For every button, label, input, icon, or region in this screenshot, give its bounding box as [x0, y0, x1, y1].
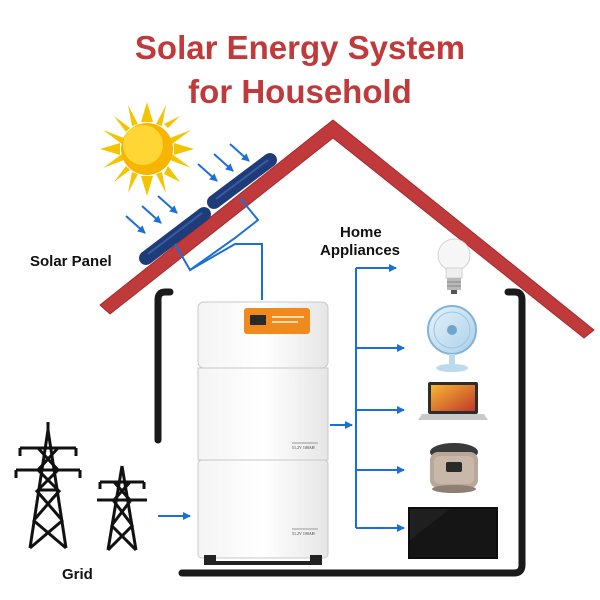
- home-appliances-label-line-2: Appliances: [320, 242, 401, 259]
- rice-cooker-icon: [430, 443, 478, 493]
- solar-panel-icon: [139, 153, 277, 265]
- house-roof: [99, 119, 595, 339]
- house-wall-right-and-floor: [178, 288, 526, 577]
- laptop-icon: [418, 382, 488, 420]
- home-appliances-label-line-1: Home: [340, 224, 382, 241]
- sunlight-arrows: [125, 143, 250, 234]
- grid-label: Grid: [62, 566, 93, 583]
- house-wall-left: [154, 288, 174, 444]
- battery-storage-unit: 51.2V 100AH 51.2V 100AH: [197, 301, 329, 565]
- power-grid-tower-small-icon: [97, 465, 147, 552]
- title-line-1: Solar Energy System: [134, 29, 466, 66]
- electric-fan-icon: [427, 305, 477, 372]
- inverter-screen: [250, 315, 266, 325]
- battery-module-1-label: 51.2V 100AH: [292, 445, 315, 450]
- panel-wiring: [174, 197, 263, 300]
- power-grid-tower-icon: [14, 422, 82, 550]
- title-line-2: for Household: [188, 73, 412, 110]
- television-icon: [408, 507, 498, 559]
- solar-panel-label: Solar Panel: [30, 253, 112, 270]
- sun-icon: [100, 102, 194, 196]
- light-bulb-icon: [437, 238, 471, 294]
- battery-module-2-label: 51.2V 100AH: [292, 531, 315, 536]
- distribution-arrows: [330, 264, 405, 532]
